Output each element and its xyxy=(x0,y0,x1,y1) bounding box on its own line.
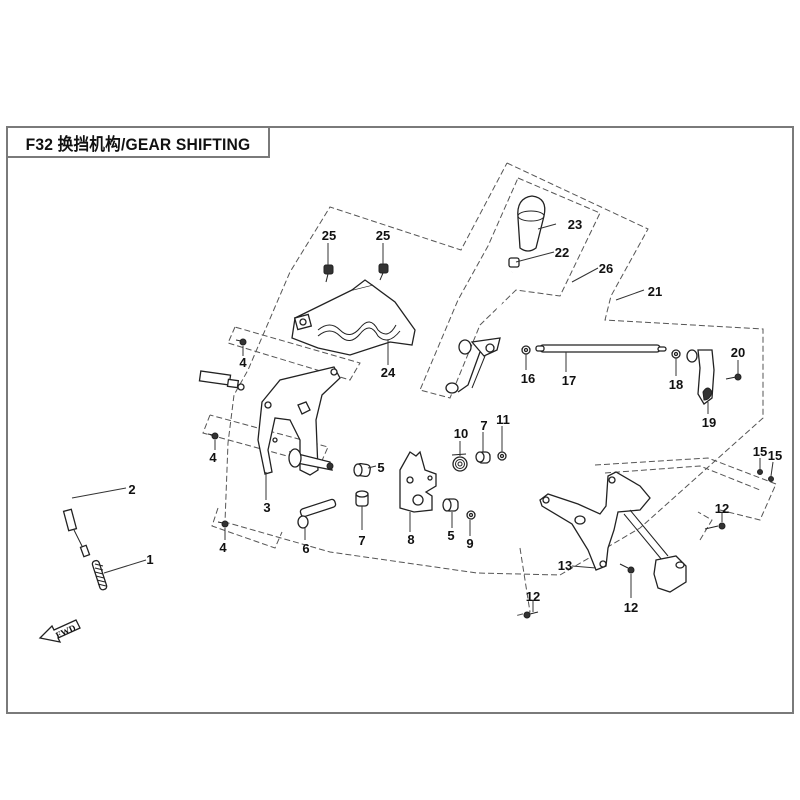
bushing xyxy=(442,498,459,512)
diagram-frame xyxy=(6,126,794,714)
callout-1: 1 xyxy=(146,552,153,567)
assembly-outline-bolt12 xyxy=(514,547,531,617)
callout-3: 3 xyxy=(263,500,270,515)
callout-15: 15 xyxy=(753,444,767,459)
title-box: F32 换挡机构/GEAR SHIFTING xyxy=(6,126,270,158)
callout-23: 23 xyxy=(568,217,582,232)
callout-24: 24 xyxy=(381,365,396,380)
torsion-spring xyxy=(451,453,468,472)
callout-7: 7 xyxy=(358,533,365,548)
leader-lines xyxy=(71,223,774,612)
nut xyxy=(521,345,531,355)
nut xyxy=(757,469,763,475)
callout-20: 20 xyxy=(731,345,745,360)
bolt xyxy=(523,611,539,619)
bolt xyxy=(235,338,247,346)
callout-2: 2 xyxy=(128,482,135,497)
washer xyxy=(466,510,476,520)
bushing xyxy=(353,462,371,478)
callout-6: 6 xyxy=(302,541,309,556)
callout-10: 10 xyxy=(454,426,468,441)
shift-cable xyxy=(62,367,245,558)
shift-lever xyxy=(445,271,514,394)
callout-18: 18 xyxy=(669,377,683,392)
nut xyxy=(497,451,507,461)
bolt xyxy=(207,432,219,440)
shift-rod xyxy=(535,344,667,353)
mounting-bracket xyxy=(539,471,651,571)
callout-4: 4 xyxy=(239,355,247,370)
callout-19: 19 xyxy=(702,415,716,430)
assembly-outline-mount-inner xyxy=(604,465,761,491)
callout-4: 4 xyxy=(219,540,227,555)
rod-end-lever xyxy=(686,349,715,405)
assembly-outline-26 xyxy=(419,177,601,399)
callout-8: 8 xyxy=(407,532,414,547)
shift-arm-bracket xyxy=(257,366,341,476)
shift-rod-lower xyxy=(623,509,687,593)
nut xyxy=(671,349,681,359)
assembly-outline-21 xyxy=(224,162,764,576)
callout-25: 25 xyxy=(322,228,336,243)
callout-21: 21 xyxy=(648,284,662,299)
callout-9: 9 xyxy=(466,536,473,551)
callout-26: 26 xyxy=(599,261,613,276)
knob-insert xyxy=(508,257,520,268)
detent-plate xyxy=(399,450,437,513)
callout-4: 4 xyxy=(209,450,217,465)
callouts: 1 2 3 4 4 4 5 5 6 7 7 8 9 10 11 12 12 12… xyxy=(128,217,782,615)
assembly-outline-bolt12b xyxy=(697,511,713,541)
shift-knob xyxy=(517,195,546,252)
callout-5: 5 xyxy=(447,528,454,543)
assembly-outline-pin xyxy=(211,507,283,549)
callout-17: 17 xyxy=(562,373,576,388)
bolt xyxy=(704,522,726,530)
callout-15: 15 xyxy=(768,448,782,463)
pivot-pin xyxy=(297,498,337,529)
page-title: F32 换挡机构/GEAR SHIFTING xyxy=(25,134,251,154)
forward-direction-arrow: FWD xyxy=(38,619,81,643)
callout-25: 25 xyxy=(376,228,390,243)
callout-11: 11 xyxy=(496,412,510,427)
callout-13: 13 xyxy=(558,558,572,573)
callout-22: 22 xyxy=(555,245,569,260)
bolt xyxy=(619,563,635,574)
shift-gate-cover xyxy=(291,279,416,356)
callout-7: 7 xyxy=(480,418,487,433)
assembly-outline-mount xyxy=(594,457,777,521)
fwd-label: FWD xyxy=(54,622,78,640)
assembly-outline-bracket xyxy=(227,326,361,381)
screw xyxy=(323,264,334,283)
spring xyxy=(91,559,108,591)
bolt xyxy=(725,373,742,381)
bushing xyxy=(355,490,369,507)
bolt xyxy=(217,520,229,528)
callout-5: 5 xyxy=(377,460,384,475)
screw xyxy=(378,263,389,281)
bushing xyxy=(475,451,491,464)
nut xyxy=(768,476,774,482)
callout-12: 12 xyxy=(526,589,540,604)
callout-12: 12 xyxy=(624,600,638,615)
callout-16: 16 xyxy=(521,371,535,386)
callout-12: 12 xyxy=(715,501,729,516)
